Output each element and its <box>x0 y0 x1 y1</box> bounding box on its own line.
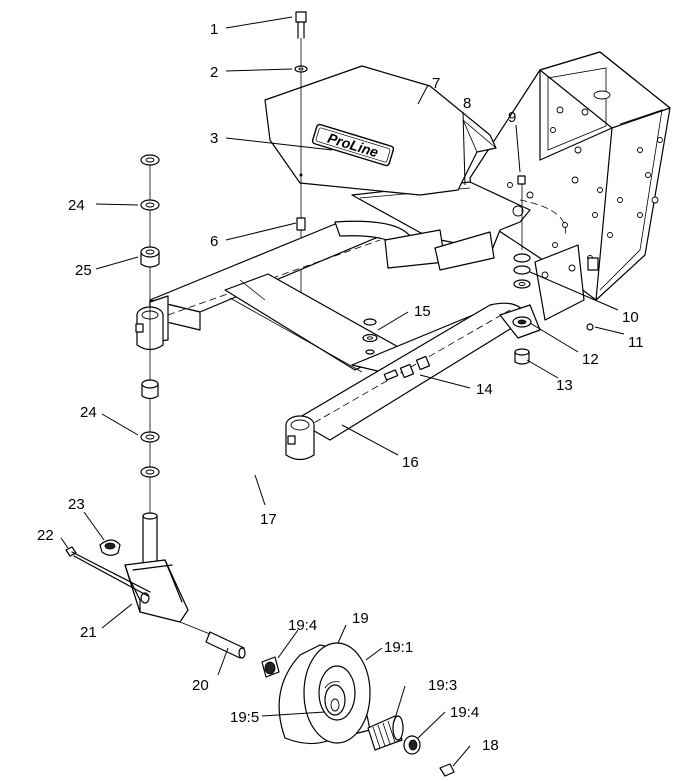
bolt-stack-center <box>294 11 308 330</box>
callout-6: 6 <box>210 233 218 250</box>
callout-19-5: 19:5 <box>230 709 259 726</box>
callout-20: 20 <box>192 677 209 694</box>
main-frame <box>135 220 541 461</box>
callout-21: 21 <box>80 624 97 641</box>
proline-decal: ProLine <box>311 123 395 167</box>
callout-13: 13 <box>556 377 573 394</box>
callout-12: 12 <box>582 351 599 368</box>
leader-lines <box>60 16 625 767</box>
callout-10: 10 <box>622 309 639 326</box>
caster-stack-left <box>140 154 160 515</box>
callout-19-3: 19:3 <box>428 677 457 694</box>
callout-19-4b: 19:4 <box>450 704 479 721</box>
callout-9: 9 <box>508 109 516 126</box>
callout-1: 1 <box>210 21 218 38</box>
callout-11: 11 <box>628 334 644 351</box>
callout-18: 18 <box>482 737 499 754</box>
callout-19-1: 19:1 <box>384 639 413 656</box>
cover-plate-7: ProLine <box>264 65 497 196</box>
caster-fork-21 <box>124 512 189 623</box>
callout-3: 3 <box>210 130 218 147</box>
callout-14: 14 <box>476 381 493 398</box>
callout-2: 2 <box>210 64 218 81</box>
washer-15 <box>362 318 378 355</box>
cap-23 <box>99 539 121 556</box>
callout-23: 23 <box>68 496 85 513</box>
wheel-19 <box>261 642 455 777</box>
callout-19-4a: 19:4 <box>288 617 317 634</box>
spacer-20 <box>179 621 246 659</box>
deck-housing <box>469 51 671 321</box>
callout-7: 7 <box>432 75 440 92</box>
callout-16: 16 <box>402 454 419 471</box>
callout-8: 8 <box>463 95 471 112</box>
callout-24b: 24 <box>80 404 97 421</box>
callout-24a: 24 <box>68 197 85 214</box>
callout-19: 19 <box>352 610 369 627</box>
callout-17: 17 <box>260 511 277 528</box>
callout-15: 15 <box>414 303 431 320</box>
callouts: 1 2 3 6 7 8 9 10 11 12 13 14 15 16 17 18… <box>37 21 644 754</box>
pivot-washers-right <box>512 175 594 365</box>
callout-25: 25 <box>75 262 92 279</box>
bolt-22 <box>65 546 151 597</box>
callout-22: 22 <box>37 527 54 544</box>
